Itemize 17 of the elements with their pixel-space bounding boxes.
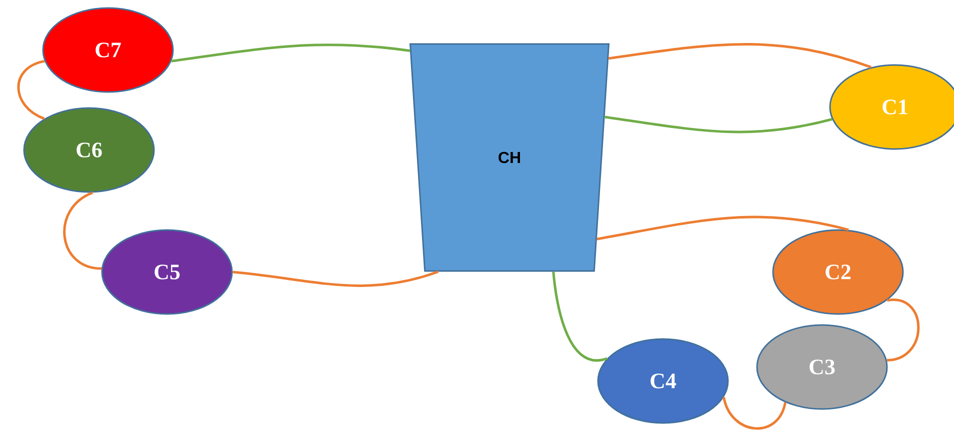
connector — [171, 44, 410, 62]
connector — [232, 270, 438, 287]
connector — [886, 298, 920, 362]
connector — [604, 116, 832, 134]
connector — [63, 192, 102, 270]
ellipse-node: C5 — [101, 229, 233, 315]
connector — [17, 60, 45, 120]
connector — [722, 396, 786, 430]
connector — [608, 43, 872, 68]
connector — [596, 216, 849, 240]
ellipse-node: C3 — [756, 324, 888, 410]
ellipse-node: C1 — [829, 64, 954, 150]
connector — [552, 272, 608, 362]
ellipse-node: C2 — [772, 229, 904, 315]
ellipse-node: C7 — [42, 7, 174, 93]
ellipse-node: C6 — [23, 107, 155, 193]
ellipse-node: C4 — [597, 338, 729, 424]
